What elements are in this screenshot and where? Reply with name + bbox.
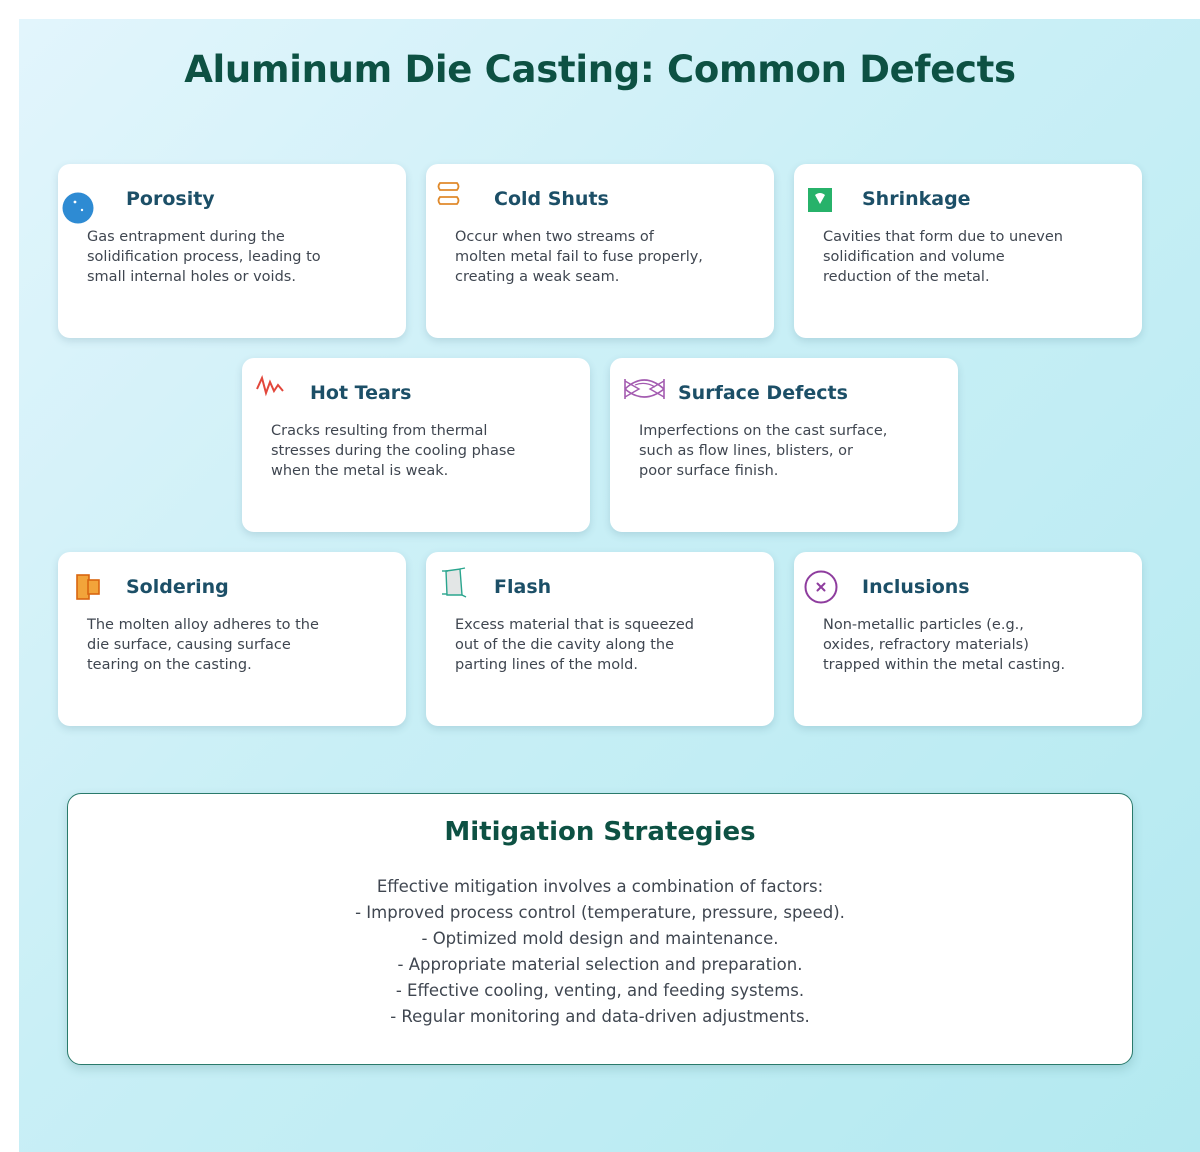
hot-tears-icon: [256, 375, 284, 397]
mitigation-list: Effective mitigation involves a combinat…: [68, 874, 1132, 1030]
defect-title: Shrinkage: [862, 188, 971, 210]
mitigation-line: - Regular monitoring and data-driven adj…: [390, 1007, 810, 1026]
defect-description: Imperfections on the cast surface, such …: [639, 423, 888, 479]
defect-card-inclusions: Inclusions Non-metallic particles (e.g.,…: [794, 552, 1142, 726]
defect-title: Porosity: [126, 188, 215, 210]
soldering-icon: [76, 574, 100, 600]
defect-description: Cracks resulting from thermal stresses d…: [271, 423, 516, 479]
defect-description: The molten alloy adheres to the die surf…: [87, 617, 319, 673]
mitigation-line: - Effective cooling, venting, and feedin…: [395, 981, 805, 1000]
defect-title: Cold Shuts: [494, 188, 609, 210]
defect-title: Inclusions: [862, 576, 970, 598]
defect-title: Hot Tears: [310, 382, 412, 404]
defect-card-hot-tears: Hot Tears Cracks resulting from thermal …: [242, 358, 590, 532]
defect-card-porosity: Porosity Gas entrapment during the solid…: [58, 164, 406, 338]
defect-description: Occur when two streams of molten metal f…: [455, 229, 703, 285]
defect-card-soldering: Soldering The molten alloy adheres to th…: [58, 552, 406, 726]
page-title: Aluminum Die Casting: Common Defects: [184, 48, 1016, 91]
cold-shuts-icon: [437, 182, 460, 205]
shrinkage-icon: [808, 188, 832, 212]
defect-title: Soldering: [126, 576, 229, 598]
defect-title: Flash: [494, 576, 552, 598]
defect-title: Surface Defects: [678, 382, 848, 404]
defect-card-flash: Flash Excess material that is squeezed o…: [426, 552, 774, 726]
mitigation-line: - Appropriate material selection and pre…: [397, 955, 803, 974]
mitigation-line: Effective mitigation involves a combinat…: [376, 877, 824, 896]
defect-description: Excess material that is squeezed out of …: [455, 617, 695, 673]
mitigation-line: - Optimized mold design and maintenance.: [421, 929, 779, 948]
surface-defects-icon: [624, 379, 665, 399]
flash-icon: [442, 567, 467, 598]
defect-card-surface-defects: Surface Defects Imperfections on the cas…: [610, 358, 958, 532]
mitigation-line: - Improved process control (temperature,…: [355, 903, 845, 922]
defect-description: Non-metallic particles (e.g., oxides, re…: [823, 617, 1066, 673]
mitigation-title: Mitigation Strategies: [444, 817, 756, 847]
defect-card-shrinkage: Shrinkage Cavities that form due to unev…: [794, 164, 1142, 338]
defect-description: Gas entrapment during the solidification…: [87, 229, 321, 285]
defect-card-cold-shuts: Cold Shuts Occur when two streams of mol…: [426, 164, 774, 338]
porosity-icon: [62, 192, 94, 224]
mitigation-panel: Mitigation Strategies Effective mitigati…: [67, 793, 1133, 1065]
defect-description: Cavities that form due to uneven solidif…: [823, 229, 1063, 285]
inclusions-icon: [804, 570, 838, 604]
